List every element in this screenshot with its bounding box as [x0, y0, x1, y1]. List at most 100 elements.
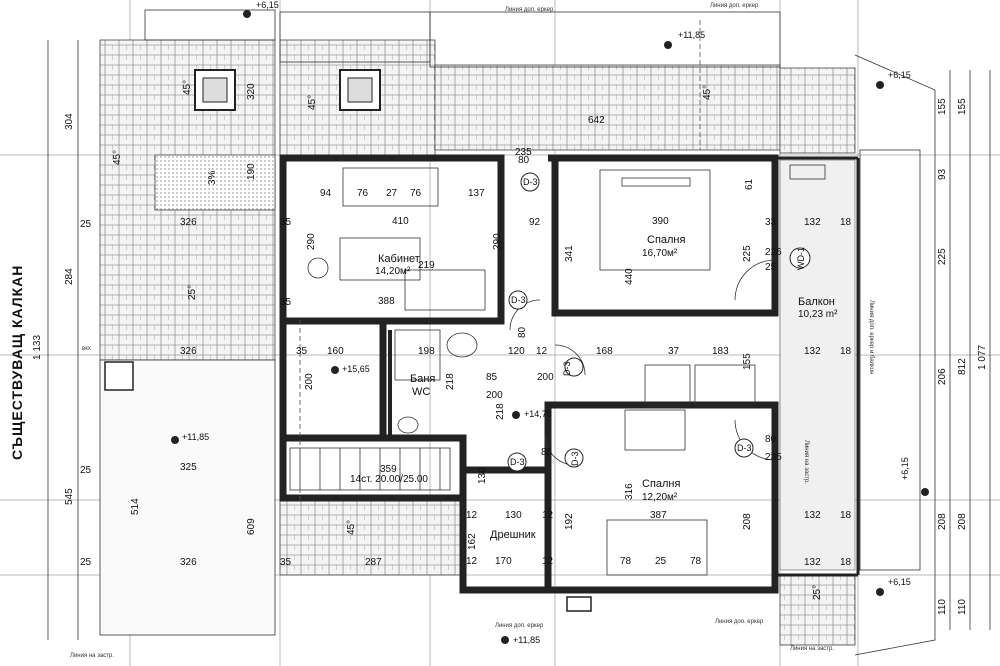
door-tag-1: D-3 [523, 177, 538, 187]
level-right-mid: +6,15 [900, 457, 910, 480]
dim-i-82: 45° [346, 520, 357, 535]
dim-i-29: 162 [467, 533, 478, 550]
dim-i-47: 132 [804, 346, 821, 357]
dim-i-46: 132 [804, 217, 821, 228]
window-tag: WD-1 [796, 247, 806, 270]
level-bottom: +11,85 [513, 635, 540, 645]
dim-i-15: 198 [418, 346, 435, 357]
dim-i-83: 3% [207, 170, 218, 185]
dim-i-27: 130 [505, 510, 522, 521]
dim-r-6: 1 077 [977, 345, 988, 370]
dim-i-18: 200 [304, 373, 315, 390]
dim-i-74: 609 [246, 518, 257, 535]
line-notes: Линия доп. еркер Линия доп. еркер Линия … [70, 3, 874, 659]
dim-i-58: 387 [650, 510, 667, 521]
dim-i-53: 18 [840, 557, 852, 568]
wall-title: СЪЩЕСТВУВАЩ КАЛКАН [9, 265, 25, 460]
dim-i-38: 80 [518, 155, 530, 166]
dim-i-78: 45° [182, 80, 193, 95]
room-balkon-area: 10,23 m² [798, 309, 838, 320]
dim-i-61: 78 [690, 556, 702, 567]
dim-i-56: 92 [529, 217, 541, 228]
dim-i-14: 160 [327, 346, 344, 357]
dim-l-6: 25 [80, 557, 92, 568]
dim-i-73: 514 [130, 498, 141, 515]
dim-i-70: 326 [180, 557, 197, 568]
dim-i-17: 12 [536, 346, 548, 357]
note-right-balcony: Линия доп. еркер и балкон [868, 300, 874, 375]
dim-l-4: 25 [80, 219, 92, 230]
dim-i-3: 76 [410, 188, 422, 199]
dim-i-44: 183 [712, 346, 729, 357]
dim-l-3: 545 [64, 488, 75, 505]
dim-i-41: 25 [765, 262, 777, 273]
dim-i-9: 388 [378, 296, 395, 307]
dim-r-3: 225 [937, 248, 948, 265]
dim-i-36: 235 [515, 147, 532, 158]
dim-i-66: 12 [466, 556, 478, 567]
dim-i-35: 226 [765, 247, 782, 258]
dim-i-25: 359 [380, 464, 397, 475]
dim-i-43: 37 [668, 346, 680, 357]
dim-i-11: 35 [280, 297, 292, 308]
dim-i-54: 33 [765, 217, 777, 228]
dim-i-22: 85 [486, 372, 498, 383]
room-spalnya2-name: Спалня [642, 478, 681, 490]
dim-i-40: 80 [765, 434, 777, 445]
level-marks: +6,15 +11,85 +6,15 +6,15 +6,15 +11,85 +1… [171, 0, 929, 645]
door-tags: D-3 D-3 D-3 D-3 D-3 D-3 WD-1 [507, 172, 811, 472]
outline-lines [144, 9, 936, 656]
level-hall: +14,70 [524, 409, 552, 419]
dim-i-30: 192 [564, 513, 575, 530]
dim-i-21: 200 [537, 372, 554, 383]
note-right: Линия на застр. [803, 440, 809, 484]
dim-i-81: 45° [702, 85, 713, 100]
dim-i-2: 27 [386, 188, 398, 199]
dim-r-4: 206 [937, 368, 948, 385]
dim-r-2: 93 [937, 168, 948, 180]
dim-i-8: 219 [418, 260, 435, 271]
dim-i-24: 200 [486, 390, 503, 401]
dim-l-0: 1 133 [32, 335, 43, 360]
roof-tiles [99, 39, 856, 646]
level-upper: +11,85 [678, 30, 705, 40]
dim-i-1: 76 [357, 188, 369, 199]
dims-inner: 94 76 27 76 137 410 290 290 219 388 35 3… [112, 80, 852, 600]
dim-r-8: 208 [957, 513, 968, 530]
dim-i-31: 390 [652, 216, 669, 227]
dim-i-49: 132 [804, 557, 821, 568]
dim-i-64: 12 [542, 556, 554, 567]
dim-i-65: 12 [466, 510, 478, 521]
dim-i-16: 120 [508, 346, 525, 357]
walls [279, 154, 860, 594]
dim-i-76: 320 [246, 83, 257, 100]
note-vkh: вкх [82, 346, 91, 352]
note-bottom2: Линия доп. еркер [715, 619, 764, 625]
balcony-area [779, 159, 856, 571]
level-right-bottom: +6,15 [888, 577, 911, 587]
stair-label: 14ст. 20.00/25.00 [350, 474, 428, 485]
dim-r-10: 110 [957, 599, 968, 615]
dim-i-50: 18 [840, 217, 852, 228]
dim-i-75: 287 [365, 557, 382, 568]
dim-i-39: 80 [517, 326, 528, 338]
room-kabinet-area: 14,20м² [375, 266, 411, 277]
note-top2: Линия доп. еркер [710, 3, 759, 9]
dim-i-20: 218 [495, 403, 506, 420]
dim-l-1: 304 [64, 113, 75, 130]
room-labels: Кабинет 14,20м² Спалня 16,70м² Балкон 10… [350, 234, 838, 541]
dim-i-34: 225 [742, 245, 753, 262]
door-tag-3: D-3 [562, 361, 572, 376]
dim-i-4: 137 [468, 188, 485, 199]
dim-r-7: 208 [937, 513, 948, 530]
level-bath: +15,65 [342, 364, 370, 374]
dim-i-10: 35 [280, 217, 292, 228]
dim-i-67: 642 [588, 115, 605, 126]
dim-r-9: 110 [937, 599, 948, 615]
dim-i-42: 168 [596, 346, 613, 357]
room-banya-sub: WC [412, 386, 430, 398]
dim-i-13: 35 [280, 557, 292, 568]
room-balkon-name: Балкон [798, 296, 835, 308]
dim-i-69: 326 [180, 217, 197, 228]
room-spalnya2-area: 12,20м² [642, 492, 678, 503]
